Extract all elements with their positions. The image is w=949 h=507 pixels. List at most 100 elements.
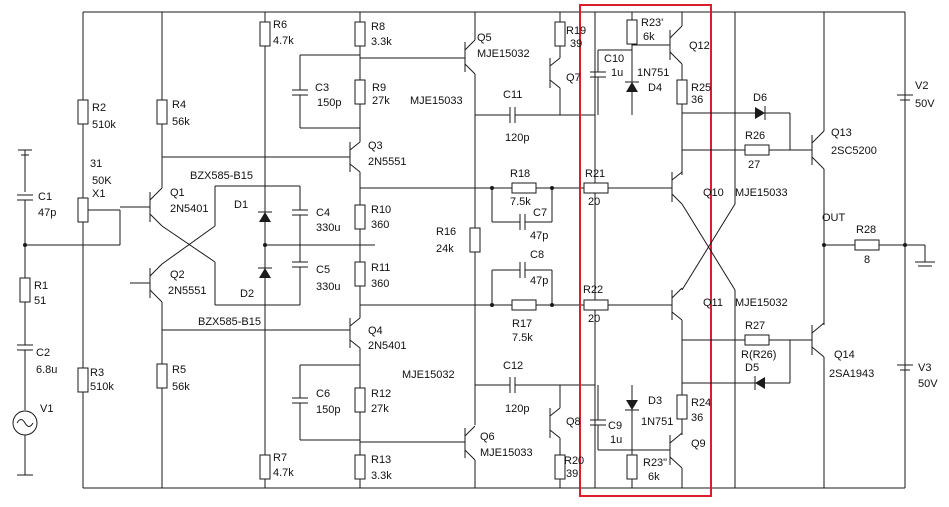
label-R2: R2 bbox=[92, 102, 106, 114]
label-C10-value: 1u bbox=[611, 67, 623, 79]
label-R27: R27 bbox=[745, 320, 765, 332]
label-Q13: Q13 bbox=[831, 127, 852, 139]
label-pot-value: 50K bbox=[92, 175, 112, 187]
label-R26: R26 bbox=[745, 130, 765, 142]
label-R1: R1 bbox=[34, 280, 48, 292]
label-C5-value: 330u bbox=[316, 281, 340, 293]
label-Q6-type: MJE15033 bbox=[480, 447, 533, 459]
label-R9: R9 bbox=[372, 82, 386, 94]
label-Q3-type: 2N5551 bbox=[368, 156, 407, 168]
label-C8-value: 47p bbox=[530, 275, 548, 287]
label-R23a-value: 6k bbox=[643, 31, 655, 43]
label-R17-value: 7.5k bbox=[512, 332, 533, 344]
label-D6: D6 bbox=[753, 92, 767, 104]
label-C4: C4 bbox=[316, 207, 330, 219]
label-C10: C10 bbox=[604, 53, 624, 65]
label-R23a: R23' bbox=[641, 17, 663, 29]
label-Q4: Q4 bbox=[368, 325, 383, 337]
label-Q8: Q8 bbox=[566, 416, 581, 428]
label-C7-value: 47p bbox=[530, 230, 548, 242]
label-Q14-type: 2SA1943 bbox=[829, 368, 874, 380]
label-R5: R5 bbox=[172, 364, 186, 376]
label-C7: C7 bbox=[533, 207, 547, 219]
label-R11: R11 bbox=[371, 262, 390, 274]
label-D3-type: 1N751 bbox=[641, 416, 673, 428]
label-R22-value: 20 bbox=[588, 313, 600, 325]
label-D4-type: 1N751 bbox=[637, 67, 669, 79]
label-D5: D5 bbox=[745, 362, 759, 374]
label-R17: R17 bbox=[512, 318, 532, 330]
label-D4: D4 bbox=[648, 82, 662, 94]
label-R20-value: 39 bbox=[566, 468, 578, 480]
component-labels: R6 4.7k R8 3.3k Q5 MJE15032 R19 39 R23' … bbox=[34, 17, 938, 483]
label-D1: D1 bbox=[234, 199, 248, 211]
label-R7: R7 bbox=[273, 452, 287, 464]
label-C12: C12 bbox=[503, 360, 523, 372]
label-C1: C1 bbox=[38, 191, 52, 203]
label-C3-value: 150p bbox=[317, 97, 341, 109]
label-Q5-type: MJE15032 bbox=[477, 48, 530, 60]
label-R16: R16 bbox=[436, 226, 456, 238]
pre-driver-stage bbox=[583, 12, 812, 488]
label-Q5: Q5 bbox=[477, 32, 492, 44]
label-C12-value: 120p bbox=[505, 403, 529, 415]
label-X1: X1 bbox=[92, 188, 105, 200]
label-R4-value: 56k bbox=[172, 116, 190, 128]
supply-rails bbox=[83, 11, 906, 489]
label-R11-value: 360 bbox=[371, 278, 389, 290]
label-R21-value: 20 bbox=[588, 196, 600, 208]
label-D3: D3 bbox=[648, 395, 662, 407]
label-D2: D2 bbox=[240, 288, 254, 300]
label-R6: R6 bbox=[273, 19, 287, 31]
label-Q10-type: MJE15033 bbox=[735, 187, 788, 199]
label-Q6: Q6 bbox=[480, 431, 495, 443]
label-R27-value: R(R26) bbox=[741, 349, 776, 361]
label-V2-value: 50V bbox=[915, 98, 935, 110]
label-R22: R22 bbox=[583, 284, 603, 296]
label-V3: V3 bbox=[918, 362, 931, 374]
input-pair bbox=[120, 12, 350, 488]
label-R5-value: 56k bbox=[172, 381, 190, 393]
label-R8: R8 bbox=[371, 21, 385, 33]
label-C5: C5 bbox=[316, 264, 330, 276]
label-C4-value: 330u bbox=[316, 222, 340, 234]
label-BZX-2: BZX585-B15 bbox=[198, 316, 261, 328]
label-C2: C2 bbox=[36, 347, 50, 359]
label-pot-31: 31 bbox=[90, 158, 102, 170]
label-R19-value: 39 bbox=[570, 38, 582, 50]
label-R26-value: 27 bbox=[748, 159, 760, 171]
label-Q8-type: MJE15032 bbox=[402, 369, 455, 381]
label-C9: C9 bbox=[608, 420, 622, 432]
vas-stage bbox=[292, 12, 672, 488]
label-R19: R19 bbox=[566, 25, 586, 37]
label-Q1-type: 2N5401 bbox=[170, 203, 209, 215]
label-OUT: OUT bbox=[822, 212, 846, 224]
label-Q10: Q10 bbox=[703, 187, 724, 199]
label-C2-value: 6.8u bbox=[36, 364, 57, 376]
label-C11-value: 120p bbox=[505, 132, 529, 144]
label-Q2: Q2 bbox=[170, 269, 185, 281]
label-R28-value: 8 bbox=[864, 254, 870, 266]
label-Q11-type: MJE15032 bbox=[735, 297, 788, 309]
label-C9-value: 1u bbox=[610, 434, 622, 446]
label-V1: V1 bbox=[40, 403, 53, 415]
label-R25-value: 36 bbox=[691, 94, 703, 106]
label-C6-value: 150p bbox=[316, 404, 340, 416]
label-R23b-value: 6k bbox=[648, 471, 660, 483]
label-Q13-type: 2SC5200 bbox=[831, 145, 877, 157]
label-R8-value: 3.3k bbox=[371, 36, 392, 48]
label-R20: R20 bbox=[564, 455, 584, 467]
label-C11: C11 bbox=[503, 89, 522, 101]
label-R4: R4 bbox=[172, 99, 186, 111]
label-R24: R24 bbox=[691, 397, 711, 409]
label-R18-value: 7.5k bbox=[510, 196, 531, 208]
label-Q11: Q11 bbox=[703, 297, 723, 309]
label-R1-value: 51 bbox=[34, 295, 46, 307]
label-Q12: Q12 bbox=[689, 40, 710, 52]
label-R13: R13 bbox=[371, 454, 391, 466]
label-Q2-type: 2N5551 bbox=[168, 285, 207, 297]
label-Q9: Q9 bbox=[691, 438, 706, 450]
label-R16-value: 24k bbox=[436, 243, 454, 255]
label-R23b: R23" bbox=[643, 457, 667, 469]
